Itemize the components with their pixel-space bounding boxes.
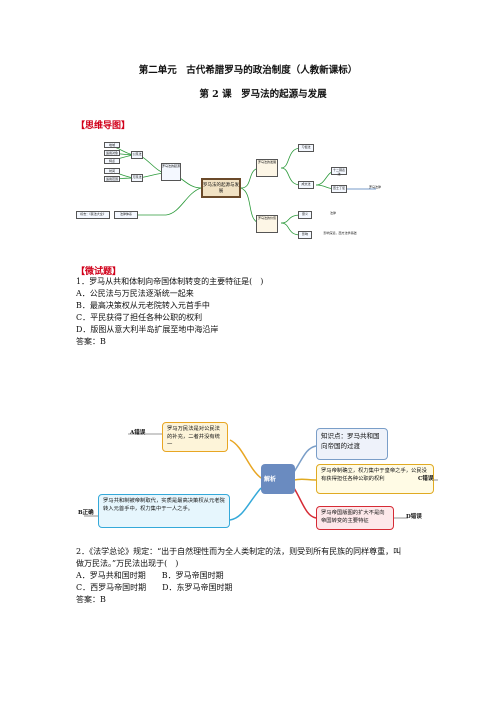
mindmap-leaf-8: 影响深远，西方法学基础: [323, 231, 357, 235]
q1-option-c: C．平民获得了担任各种公职的权利: [76, 313, 203, 322]
q1-option-b: B．最高决策权从元老院转入元首手中: [76, 301, 210, 310]
mindmap-node-d: 成文法: [298, 181, 314, 189]
analysis-diagram: 解析 罗马万民法是对公民法的补充，二者并没有统一 A错误 知识点：罗马共和国向帝…: [78, 408, 438, 540]
analysis-d-tag: D错误: [406, 514, 422, 520]
mindmap-leaf-6: 标志：《民法大全》: [76, 211, 110, 219]
lesson-title: 第 2 课 罗马法的起源与发展: [199, 89, 327, 100]
analysis-center-figure: [261, 464, 295, 494]
q1-option-d: D．版图从意大利半岛扩展至地中海沿岸: [76, 325, 219, 334]
analysis-connectors: [84, 433, 438, 521]
analysis-a-tag: A错误: [130, 430, 146, 436]
q2-options-ab: A．罗马共和国时期 B．罗马帝国时期: [76, 571, 224, 580]
mindmap-node-system: 法律体系: [114, 211, 138, 219]
mindmap-node-e: 十二铜表法: [331, 167, 347, 176]
mindmap-node-b: 万民法: [131, 174, 143, 182]
analysis-c-tag: C错误: [418, 476, 434, 482]
q1-option-a: A．公民法与万民法逐渐统一起来: [76, 289, 194, 298]
mindmap-heading: 【思维导图】: [76, 121, 131, 131]
mindmap-diagram: 罗马法的起源与发展 罗马法的起源 法律体系 公民法 万民法 地域 适用对象 特点…: [76, 133, 414, 241]
q2-stem: 2．《法学总论》规定：“出于自然理性而为全人类制定的法，则受到所有民族的同样尊重…: [76, 547, 402, 556]
mindmap-leaf-1: 地域: [104, 142, 120, 148]
q2-stem-cont: 做万民法。”万民法出现于( ): [76, 559, 179, 568]
analysis-c-box: 罗马帝制确立，权力集中于皇帝之手，公民没有获得担任各种公职的权利: [316, 464, 434, 494]
q2-answer: 答案：B: [76, 595, 106, 604]
mindmap-leaf-3: 特点: [104, 158, 120, 164]
mindmap-node-h: 影响: [298, 231, 312, 239]
analysis-a-box: 罗马万民法是对公民法的补充，二者并没有统一: [162, 422, 228, 452]
analysis-kp-box: 知识点：罗马共和国向帝国的过渡: [316, 428, 388, 460]
unit-title: 第二单元 古代希腊罗马的政治制度（人教新课标）: [138, 65, 358, 76]
q2-options-cd: C．西罗马帝国时期 D．东罗马帝国时期: [76, 583, 233, 592]
mindmap-node-origin: 罗马法的起源: [161, 163, 181, 181]
q1-answer: 答案：B: [76, 337, 106, 346]
mindmap-node-g: 意义: [298, 211, 312, 219]
mindmap-leaf-5: 适用范围: [104, 176, 120, 182]
mindmap-node-develop: 罗马法的发展: [256, 159, 278, 177]
mindmap-leaf-9: 罗马法律: [368, 185, 381, 189]
quiz-heading: 【微试题】: [76, 267, 122, 277]
mindmap-center: 罗马法的起源与发展: [201, 178, 241, 198]
mindmap-leaf-2: 适用对象: [104, 150, 120, 156]
mindmap-leaf-4: 时间: [104, 168, 120, 174]
mindmap-node-f: 查士丁尼: [331, 185, 347, 193]
analysis-center-label: 解析: [264, 476, 277, 483]
analysis-b-box: 罗马共和制被帝制取代，实质是最高决策权从元老院转入元首手中，权力集中于一人之手。: [98, 494, 230, 528]
mindmap-leaf-7: 法律: [329, 211, 336, 215]
mindmap-node-a: 公民法: [131, 151, 143, 159]
analysis-d-box: 罗马帝国版图的扩大不是向帝国转变的主要特征: [316, 506, 394, 530]
q1-stem: 1．罗马从共和体制向帝国体制转变的主要特征是( ): [76, 277, 264, 286]
mindmap-node-value: 罗马法的价值: [256, 215, 278, 233]
analysis-b-tag: B正确: [78, 510, 94, 516]
mindmap-node-c: 习惯法: [298, 144, 314, 152]
